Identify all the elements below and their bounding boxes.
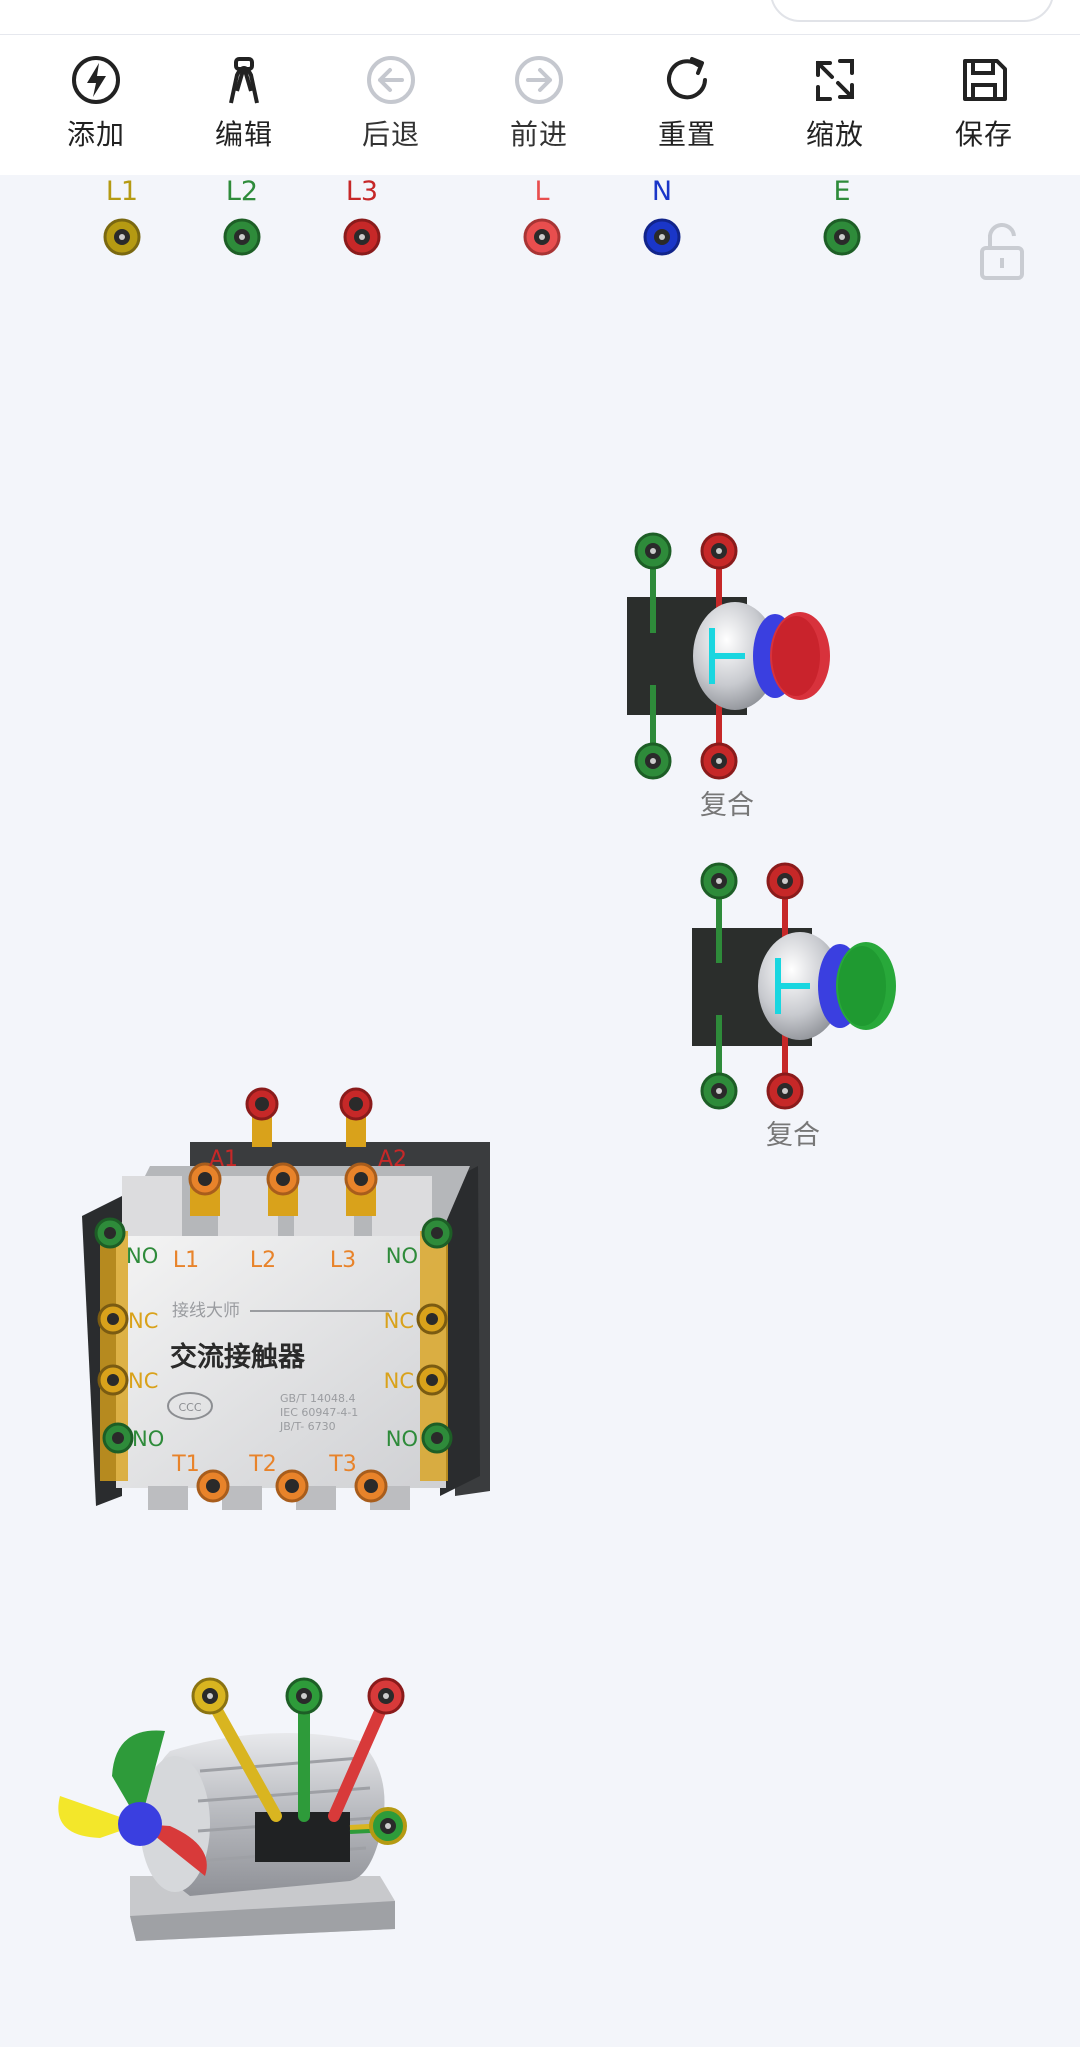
green-button-terminal-bottom-right[interactable] bbox=[766, 1072, 804, 1110]
contactor-terminal-nc-right-2[interactable] bbox=[416, 1364, 448, 1396]
contactor-terminal-no-right-top[interactable] bbox=[421, 1217, 453, 1249]
coil-terminal-a2[interactable] bbox=[339, 1087, 373, 1121]
motor-terminal-w[interactable] bbox=[367, 1677, 405, 1715]
edit-button[interactable]: 编辑 bbox=[184, 53, 304, 173]
terminal-label-l: L bbox=[534, 176, 550, 207]
reset-button[interactable]: 重置 bbox=[627, 53, 747, 173]
red-pushbutton[interactable] bbox=[627, 532, 830, 780]
green-button-terminal-top-left[interactable] bbox=[700, 862, 738, 900]
contactor-terminal-l1[interactable] bbox=[188, 1162, 222, 1216]
top-strip bbox=[0, 0, 1080, 35]
forward-label: 前进 bbox=[509, 118, 568, 151]
three-phase-motor[interactable] bbox=[58, 1677, 407, 1941]
contactor-side-right-1: NC bbox=[384, 1309, 414, 1333]
contactor-standard-1: IEC 60947-4-1 bbox=[280, 1406, 358, 1419]
ac-contactor[interactable]: A1 A2 L1 L2 L3 T1 T2 T3 NO NC NC NO NO N… bbox=[82, 1087, 490, 1510]
coil-label-a2: A2 bbox=[378, 1147, 407, 1172]
contactor-terminal-nc-left-2[interactable] bbox=[97, 1364, 129, 1396]
contactor-cert: CCC bbox=[178, 1401, 201, 1414]
toolbar: 添加 编辑 后退 前进 重置 bbox=[0, 35, 1080, 175]
contactor-side-left-2: NC bbox=[128, 1369, 158, 1393]
add-button[interactable]: 添加 bbox=[36, 53, 156, 173]
arrow-left-circle-icon bbox=[367, 56, 415, 104]
lightning-icon bbox=[72, 56, 120, 104]
contactor-standard-0: GB/T 14048.4 bbox=[280, 1392, 355, 1405]
contactor-side-left-0: NO bbox=[126, 1244, 158, 1268]
forward-button[interactable]: 前进 bbox=[479, 53, 599, 173]
red-button-terminal-bottom-right[interactable] bbox=[700, 742, 738, 780]
contactor-terminal-t2[interactable] bbox=[275, 1469, 309, 1503]
contactor-terminal-nc-right-1[interactable] bbox=[416, 1303, 448, 1335]
green-button-terminal-top-right[interactable] bbox=[766, 862, 804, 900]
coil-terminal-a1[interactable] bbox=[245, 1087, 279, 1121]
contactor-terminal-no-right-bottom[interactable] bbox=[421, 1422, 453, 1454]
red-button-caption: 复合 bbox=[700, 790, 754, 821]
contactor-terminal-no-left-bottom[interactable] bbox=[102, 1422, 134, 1454]
contactor-terminal-l3[interactable] bbox=[344, 1162, 378, 1216]
terminal-label-l1: L1 bbox=[105, 176, 139, 207]
coil-label-a1: A1 bbox=[209, 1147, 238, 1172]
green-button-terminal-bottom-left[interactable] bbox=[700, 1072, 738, 1110]
terminal-l3[interactable] bbox=[343, 218, 381, 256]
back-label: 后退 bbox=[361, 118, 420, 151]
terminal-label-n: N bbox=[651, 176, 673, 207]
terminal-label-l2: L2 bbox=[225, 176, 259, 207]
wiring-canvas[interactable]: L1 L2 L3 L N E bbox=[0, 176, 1080, 2047]
reset-label: 重置 bbox=[657, 118, 716, 151]
contactor-side-left-1: NC bbox=[128, 1309, 158, 1333]
contactor-label-t2: T2 bbox=[248, 1452, 276, 1477]
red-button-terminal-top-right[interactable] bbox=[700, 532, 738, 570]
arrow-right-circle-icon bbox=[515, 56, 563, 104]
contactor-terminal-l2[interactable] bbox=[266, 1162, 300, 1216]
canvas-graphics: A1 A2 L1 L2 L3 T1 T2 T3 NO NC NC NO NO N… bbox=[58, 218, 1024, 1941]
floppy-disk-icon bbox=[963, 59, 1007, 101]
contactor-brand: 接线大师 bbox=[172, 1301, 240, 1321]
zoom-label: 缩放 bbox=[805, 118, 864, 151]
contactor-label-l2: L2 bbox=[250, 1248, 276, 1273]
add-label: 添加 bbox=[66, 118, 125, 151]
contactor-label-l1: L1 bbox=[173, 1248, 199, 1273]
motor-terminal-u[interactable] bbox=[191, 1677, 229, 1715]
search-pill[interactable] bbox=[770, 0, 1054, 22]
terminal-label-e: E bbox=[833, 176, 851, 207]
terminal-l[interactable] bbox=[523, 218, 561, 256]
wiring-icon bbox=[229, 57, 259, 104]
contactor-label-t1: T1 bbox=[171, 1452, 199, 1477]
contactor-side-left-3: NO bbox=[132, 1427, 164, 1451]
edit-label: 编辑 bbox=[214, 118, 273, 151]
terminal-e[interactable] bbox=[823, 218, 861, 256]
green-pushbutton[interactable] bbox=[692, 862, 896, 1110]
contactor-label-l3: L3 bbox=[330, 1248, 356, 1273]
contactor-side-right-0: NO bbox=[386, 1244, 418, 1268]
contactor-label-t3: T3 bbox=[328, 1452, 356, 1477]
refresh-icon bbox=[667, 57, 707, 100]
terminal-l1[interactable] bbox=[103, 218, 141, 256]
terminal-n[interactable] bbox=[643, 218, 681, 256]
terminal-label-l3: L3 bbox=[345, 176, 379, 207]
save-label: 保存 bbox=[954, 118, 1013, 151]
contactor-terminal-nc-left-1[interactable] bbox=[97, 1303, 129, 1335]
contactor-terminal-t3[interactable] bbox=[354, 1469, 388, 1503]
zoom-button[interactable]: 缩放 bbox=[775, 53, 895, 173]
lock-icon[interactable] bbox=[980, 223, 1024, 280]
contactor-terminal-t1[interactable] bbox=[196, 1469, 230, 1503]
red-button-terminal-top-left[interactable] bbox=[634, 532, 672, 570]
green-button-caption: 复合 bbox=[766, 1120, 820, 1151]
save-button[interactable]: 保存 bbox=[924, 53, 1044, 173]
red-button-terminal-bottom-left[interactable] bbox=[634, 742, 672, 780]
contactor-terminal-no-left-top[interactable] bbox=[94, 1217, 126, 1249]
motor-terminal-earth[interactable] bbox=[369, 1807, 407, 1845]
expand-icon bbox=[816, 59, 854, 101]
terminal-l2[interactable] bbox=[223, 218, 261, 256]
contactor-standard-2: JB/T- 6730 bbox=[279, 1420, 336, 1433]
contactor-side-right-3: NO bbox=[386, 1427, 418, 1451]
motor-terminal-v[interactable] bbox=[285, 1677, 323, 1715]
contactor-side-right-2: NC bbox=[384, 1369, 414, 1393]
back-button[interactable]: 后退 bbox=[331, 53, 451, 173]
contactor-title: 交流接触器 bbox=[170, 1341, 306, 1373]
